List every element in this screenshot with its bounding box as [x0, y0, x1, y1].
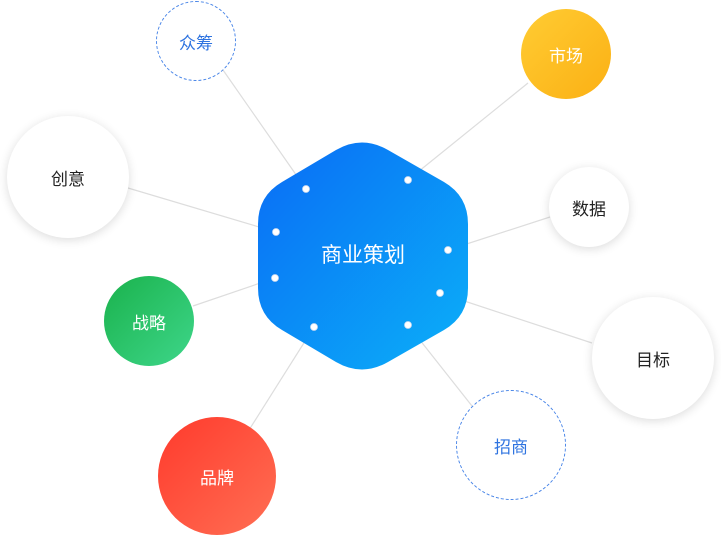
node-strategy-label: 战略	[132, 313, 166, 334]
dot-data	[444, 246, 452, 254]
node-investment[interactable]: 招商	[456, 390, 566, 500]
node-creativity[interactable]: 创意	[7, 116, 129, 238]
node-crowdfunding-label: 众筹	[179, 33, 213, 54]
dot-investment	[404, 321, 412, 329]
node-target-label: 目标	[636, 350, 670, 371]
node-target[interactable]: 目标	[592, 297, 714, 419]
node-market-label: 市场	[549, 46, 583, 67]
center-title: 商业策划	[321, 243, 405, 267]
dot-strategy	[271, 274, 279, 282]
dot-brand	[310, 323, 318, 331]
connector-brand	[248, 326, 315, 431]
node-data-label: 数据	[572, 199, 606, 220]
connector-dots	[271, 176, 452, 331]
connector-market	[407, 82, 529, 181]
center-hexagon	[258, 142, 468, 370]
dot-creativity	[272, 228, 280, 236]
node-brand[interactable]: 品牌	[158, 417, 276, 535]
node-investment-label: 招商	[494, 437, 528, 458]
connector-crowdfunding	[222, 69, 307, 190]
node-data[interactable]: 数据	[549, 167, 629, 247]
node-brand-label: 品牌	[200, 468, 234, 489]
node-crowdfunding[interactable]: 众筹	[156, 1, 236, 81]
dot-target	[436, 289, 444, 297]
connector-creativity	[127, 187, 277, 233]
node-market[interactable]: 市场	[521, 9, 611, 99]
dot-market	[404, 176, 412, 184]
node-strategy[interactable]: 战略	[104, 276, 194, 366]
dot-crowdfunding	[302, 185, 310, 193]
node-creativity-label: 创意	[51, 169, 85, 190]
